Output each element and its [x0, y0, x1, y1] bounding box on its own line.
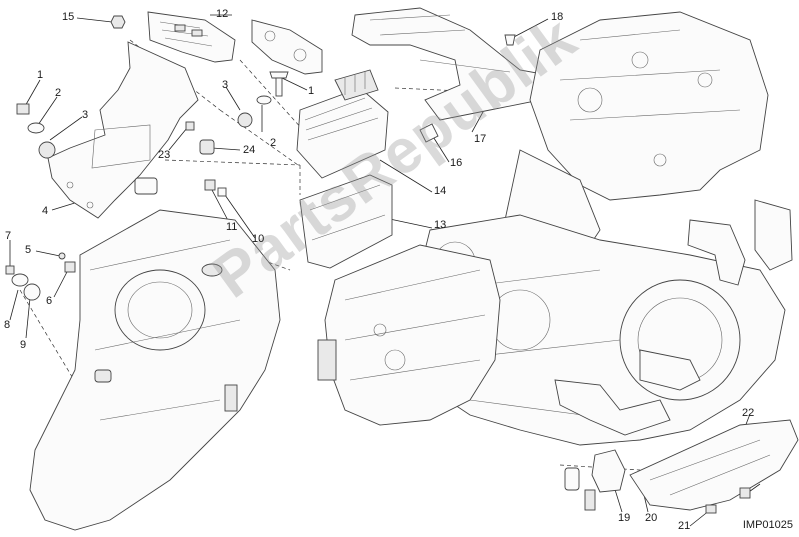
callout-10: 10	[252, 233, 265, 245]
nut-part-15	[110, 15, 126, 29]
ecu-unit-part-14	[296, 69, 389, 179]
callout-16: 16	[450, 157, 463, 169]
sensor-bracket	[251, 19, 323, 75]
callout-7: 7	[5, 230, 12, 242]
callout-20: 20	[645, 512, 658, 524]
callout-12: 12	[216, 8, 229, 20]
shield-bracket-part-4	[47, 41, 199, 219]
callout-2-left: 2	[55, 87, 62, 99]
fastener-stack-right	[237, 71, 289, 128]
clip-parts-10-11	[204, 179, 227, 197]
sensor-part-19	[564, 449, 626, 511]
callout-2-right: 2	[270, 137, 277, 149]
engine-block	[317, 11, 793, 446]
callout-9: 9	[20, 339, 27, 351]
callout-22: 22	[742, 407, 755, 419]
small-left-hardware	[5, 252, 76, 301]
callout-4: 4	[42, 205, 49, 217]
callout-1-left: 1	[37, 69, 44, 81]
ecu-cover-part-13	[299, 174, 393, 269]
callout-13: 13	[434, 219, 447, 231]
grommets-23-24	[134, 121, 215, 195]
callout-3-left: 3	[82, 109, 89, 121]
belt-cover-fairing	[29, 209, 281, 531]
upper-heat-shield-17	[351, 7, 551, 143]
callout-21: 21	[678, 520, 691, 532]
fastener-stack-left	[16, 103, 56, 159]
figure-id: IMP01025	[742, 519, 793, 531]
callout-8: 8	[4, 319, 11, 331]
callout-24: 24	[243, 144, 256, 156]
callout-14: 14	[434, 185, 447, 197]
callout-15: 15	[62, 11, 75, 23]
callout-23: 23	[158, 149, 171, 161]
leader-lines	[9, 14, 761, 527]
callout-19: 19	[618, 512, 631, 524]
callout-6: 6	[46, 295, 53, 307]
callout-11: 11	[226, 221, 238, 233]
callout-5: 5	[25, 244, 32, 256]
callout-18: 18	[551, 11, 564, 23]
lower-right-bracket-22	[629, 419, 799, 514]
upper-cover-part-12	[147, 11, 236, 63]
callout-17: 17	[474, 133, 487, 145]
callout-3-right: 3	[222, 79, 229, 91]
callout-1-right: 1	[308, 85, 315, 97]
